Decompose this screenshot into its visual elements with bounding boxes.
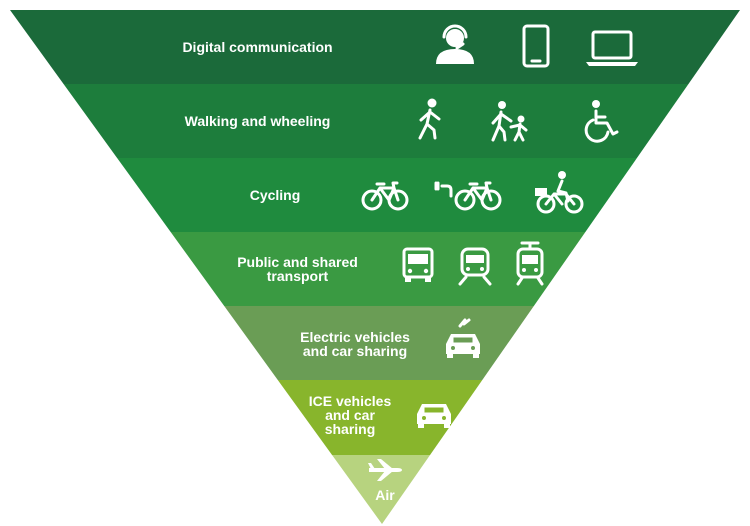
bus-icon xyxy=(402,247,434,282)
band-ice-vehicles xyxy=(277,380,483,455)
tier-label-ice-vehicles-and-car-sharing: ICE vehicles and car sharing xyxy=(308,393,392,437)
tier-label-public-and-shared-transport: Public and shared transport xyxy=(237,254,358,284)
tier-label-cycling: Cycling xyxy=(249,187,301,203)
tier-label-air: Air xyxy=(375,487,395,503)
band-walking-and-wheeling xyxy=(63,84,689,158)
electric-bicycle-icon xyxy=(434,181,502,211)
pedestrian-icon xyxy=(418,98,441,140)
band-digital-communication xyxy=(10,10,740,84)
train-icon xyxy=(458,247,492,286)
laptop-icon xyxy=(586,30,638,66)
tier-label-digital-communication: Digital communication xyxy=(182,39,333,55)
tram-icon xyxy=(516,241,544,286)
band-electric-vehicles xyxy=(224,306,534,380)
wheelchair-icon xyxy=(584,100,619,143)
headset-user-icon xyxy=(436,24,474,64)
tier-label-walking-and-wheeling: Walking and wheeling xyxy=(184,113,331,129)
tier-label-electric-vehicles-and-car-sharing: Electric vehicles and car sharing xyxy=(300,329,410,359)
airplane-icon xyxy=(368,459,402,481)
bicycle-icon xyxy=(361,181,409,211)
electric-car-icon xyxy=(446,318,480,358)
adult-and-child-walking-icon xyxy=(491,101,528,142)
band-air xyxy=(332,455,431,524)
smartphone-icon xyxy=(522,24,550,68)
car-icon xyxy=(417,404,451,428)
cargo-bicycle-rider-icon xyxy=(535,171,584,214)
